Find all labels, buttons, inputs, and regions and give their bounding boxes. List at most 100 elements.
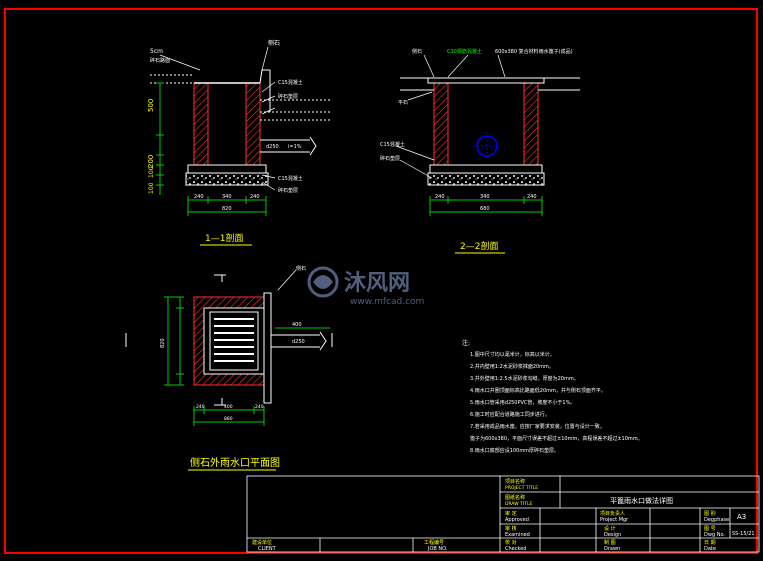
tb-checked-cn: 校 对 [505,539,517,546]
section2-label-curb: 侧石 [412,48,422,55]
tb-design-cn: 设 计 [604,525,616,532]
tb-approved-en: Approved [505,517,529,523]
sheet-border [4,8,758,554]
section1-label-layer1: C15混凝土 [278,79,303,86]
section1-gravel [185,172,269,186]
section2-label-cover: 600x380 复合材料雨水篦子(成品) [495,48,573,55]
section2-left-wall [433,82,449,166]
tb-date-en: Date [704,546,716,552]
section1-label-slope: i=1% [288,144,302,150]
notes-block: 注: 1.图中尺寸均以毫米计，标高以米计。 2.井内壁用1:2水泥砂浆抹面20m… [462,339,643,454]
plan-view: 400 d250 侧石 820 [125,265,333,471]
plan-dim-pipe: d250 [292,339,305,345]
tb-dwg-cn: 图 号 [704,526,716,532]
plan-label-curb: 侧石 [296,265,306,272]
section1-dim-100b: 100 [148,182,155,194]
section1-label-layer2: 碎石垫层 [278,93,298,100]
watermark-logo-icon [307,266,339,298]
tb-examined-en: Examined [505,532,530,538]
tb-job-en: JOB NO. [427,546,448,552]
title-block-text: 项目名称 PROJECT TITLE 图纸名称 DRAW TITLE 平篦雨水口… [252,478,755,552]
tb-dwg-value: SS-15/21 [732,531,755,537]
section1-dim-200: 200 [147,155,155,168]
note-7: 7.若采用成品雨水篦，应按厂家要求安装，位置与设计一致， [470,423,605,430]
tb-job-cn: 工程编号 [424,539,444,546]
tb-degphase-en: Degphase [704,517,729,523]
tb-drawn-en: Drawn [604,546,620,552]
section2-label-base: C15混凝土 [380,141,405,148]
note-7b: 篦子为600x380，平面尺寸误差不超过±10mm，高程误差不超过±10mm。 [470,435,643,442]
section2-base [429,164,543,174]
section1-left-wall [193,82,209,166]
section2-gravel [427,172,545,186]
tb-sheet-size: A3 [737,513,746,521]
note-4: 4.雨水口井圈顶面标高比路面低20mm，并与侧石顶面齐平。 [470,387,606,394]
section1-dim-100a: 100 [148,166,155,178]
tb-draw-title-cn: 图纸名称 [505,494,525,501]
plan-dim-right: 400 [292,322,302,328]
tb-design-en: Design [604,532,621,538]
section1-dim-500: 500 [147,99,155,112]
watermark: 沐风网 www.mfcad.com [307,266,424,307]
section2-dim-part1: 240 [435,194,445,200]
tb-draw-title-en: DRAW TITLE [505,501,532,507]
tb-checked-en: Checked [505,546,526,552]
section1-label-5cm: 5cm [150,48,163,55]
tb-project-title-cn: 项目名称 [505,478,525,485]
watermark-url: www.mfcad.com [350,297,424,307]
section2-label-gravel: 碎石垫层 [380,155,400,162]
tb-examined-cn: 审 核 [505,525,517,532]
tb-approved-cn: 审 定 [505,510,517,517]
note-1: 1.图中尺寸均以毫米计，标高以米计。 [470,351,555,358]
plan-title: 侧石外雨水口平面图 [190,456,280,469]
section1-dim-part2: 340 [222,194,232,200]
note-2: 2.井内壁用1:2水泥砂浆抹面20mm。 [470,363,554,370]
tb-degphase-cn: 图 别 [704,510,716,517]
section1-right-wall [245,82,261,166]
section1-base [187,164,267,174]
plan-dim-bottom-3: 240 [255,404,264,410]
tb-dwg-en: Dwg No. [704,532,725,538]
section2-right-wall [523,82,539,166]
plan-dim-bottom-total: 880 [224,416,233,422]
section-1-1: 500 200 100 100 240 340 240 820 5cm 碎石路面… [147,39,330,246]
tb-project-mgr-cn: 项目负责人 [600,510,625,517]
note-3: 3.井外壁用1:2.5水泥砂浆勾缝，厚度为20mm。 [470,375,579,382]
section2-dim-part2: 340 [480,194,490,200]
plan-dim-bottom-2: 400 [224,404,233,410]
section2-dim-part3: 240 [527,194,537,200]
section1-label-curb: 侧石 [268,39,280,47]
section1-dim-part3: 240 [250,194,260,200]
note-5: 5.雨水口管采用d250PVC管，坡度不小于1%。 [470,399,575,406]
notes-title: 注: [462,339,470,347]
plan-dim-bottom-1: 240 [196,404,205,410]
section2-title: 2—2剖面 [460,240,498,252]
plan-dim-left: 820 [160,338,166,348]
section2-grate [427,77,545,84]
tb-project-title-en: PROJECT TITLE [505,485,538,491]
section-2-2: 240 340 240 680 侧石 C30钢筋混凝土 600x380 复合材料… [380,48,580,254]
tb-client-cn: 建设单位 [252,539,272,546]
section2-label-seat: 平石 [398,100,408,106]
section1-label-gravel: 碎石垫层 [278,187,298,194]
tb-client-en: CLIENT [258,546,277,552]
note-8: 8.雨水口底部应设100mm厚碎石垫层。 [470,447,559,454]
plan-curb [263,292,272,404]
tb-drawn-cn: 制 图 [604,539,616,546]
tb-draw-title-value: 平篦雨水口做法详图 [610,496,673,505]
section2-label-grate: C30钢筋混凝土 [447,48,482,55]
section1-title: 1—1剖面 [205,232,243,244]
note-6: 6.施工时应配合道路施工同步进行。 [470,411,550,418]
tb-date-cn: 日 期 [704,540,716,546]
tb-project-mgr-en: Project Mgr [600,517,629,523]
section1-label-paving: 碎石路面 [150,57,170,64]
section1-label-pipe: d250 [266,144,279,150]
title-block [246,475,760,553]
section2-dim-total: 680 [480,206,490,212]
section1-dim-part1: 240 [194,194,204,200]
section1-label-concrete: C15混凝土 [278,175,303,182]
section1-dim-total: 820 [222,206,232,212]
watermark-brand: 沐风网 [344,271,410,296]
